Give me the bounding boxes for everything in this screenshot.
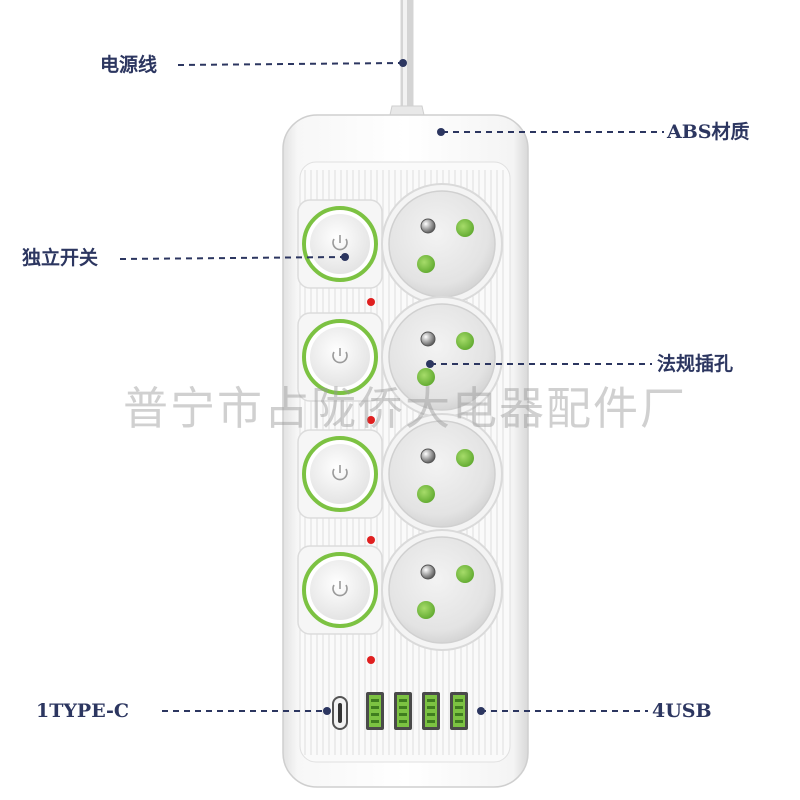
label-power-cord: 电源线 bbox=[100, 54, 158, 76]
earth-pin bbox=[420, 564, 436, 580]
earth-pin bbox=[420, 448, 436, 464]
socket-hole bbox=[417, 485, 435, 503]
usb-a-port-2 bbox=[394, 692, 412, 730]
socket-hole bbox=[456, 449, 474, 467]
earth-pin bbox=[420, 331, 436, 347]
label-abs-material: ABS材质 bbox=[667, 121, 750, 143]
socket-hole bbox=[456, 332, 474, 350]
socket-hole bbox=[417, 601, 435, 619]
switch-4 bbox=[297, 545, 383, 635]
socket-1 bbox=[381, 183, 503, 305]
usb-port-panel bbox=[332, 692, 468, 730]
indicator-lights bbox=[367, 298, 375, 664]
leader-switch bbox=[119, 256, 346, 260]
socket-hole bbox=[456, 219, 474, 237]
leader-dots bbox=[323, 59, 485, 715]
socket-hole bbox=[456, 565, 474, 583]
socket-hole bbox=[417, 255, 435, 273]
leader-lines bbox=[119, 62, 664, 712]
label-usb: 4USB bbox=[652, 700, 712, 722]
indicator-light-4 bbox=[367, 656, 375, 664]
socket-4 bbox=[381, 529, 503, 651]
earth-pin bbox=[420, 218, 436, 234]
usb-a-port-4 bbox=[450, 692, 468, 730]
power-icon bbox=[332, 235, 348, 251]
switch-3 bbox=[297, 429, 383, 519]
socket-2 bbox=[381, 296, 503, 418]
power-icon bbox=[332, 348, 348, 364]
label-type-c: 1TYPE-C bbox=[36, 700, 130, 722]
switch-2 bbox=[297, 312, 383, 402]
power-icon bbox=[332, 465, 348, 481]
indicator-light-2 bbox=[367, 416, 375, 424]
switch-column bbox=[297, 199, 383, 635]
indicator-light-1 bbox=[367, 298, 375, 306]
socket-hole bbox=[417, 368, 435, 386]
switch-1 bbox=[297, 199, 383, 289]
socket-column bbox=[381, 183, 503, 651]
label-independent-switch: 独立开关 bbox=[22, 247, 99, 269]
leader-power-cord bbox=[177, 62, 401, 66]
usb-a-port-1 bbox=[366, 692, 384, 730]
indicator-light-3 bbox=[367, 536, 375, 544]
label-standard-socket: 法规插孔 bbox=[657, 353, 734, 375]
power-icon bbox=[332, 581, 348, 597]
socket-3 bbox=[381, 413, 503, 535]
usb-a-port-3 bbox=[422, 692, 440, 730]
